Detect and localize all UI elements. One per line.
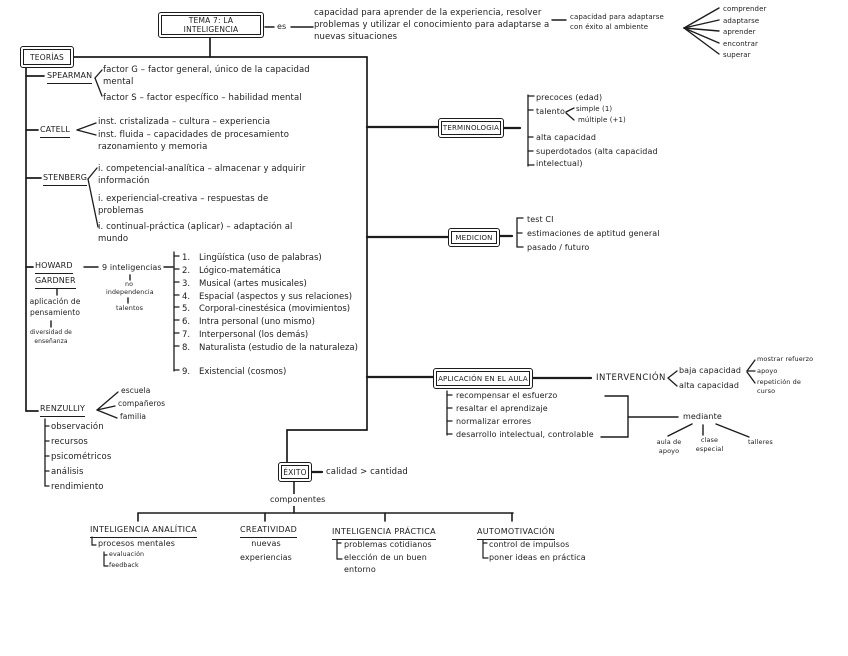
- inteligencia-analitica-heading: INTELIGENCIA ANALÍTICA: [90, 524, 197, 538]
- baja-capacidad-label: baja capacidad: [679, 366, 742, 375]
- intelligence-item: 1.Lingüística (uso de palabras): [182, 253, 322, 263]
- renzulliy-bracket: [44, 418, 50, 487]
- gardner-bracket: [173, 251, 180, 372]
- creatividad-heading: CREATIVIDAD: [240, 524, 298, 538]
- intelligence-item: 6.Intra personal (uno mismo): [182, 317, 315, 327]
- gardner-9-inteligencias: 9 inteligencias: [102, 263, 162, 272]
- analitica-feedback: feedback: [109, 562, 139, 569]
- renzulliy-item: rendimiento: [51, 482, 104, 492]
- catell-cristalizada: inst. cristalizada – cultura – experienc…: [98, 117, 271, 127]
- renzulliy-fan-lines: [96, 391, 119, 419]
- intelligence-item: 7.Interpersonal (los demás): [182, 330, 309, 340]
- terminologia-talento: talento: [536, 107, 565, 116]
- calidad-cantidad-label: calidad > cantidad: [326, 467, 408, 477]
- mediante-label: mediante: [683, 412, 722, 421]
- terminologia-talento-multiple: múltiple (+1): [578, 116, 626, 124]
- catell-brace: [76, 122, 97, 136]
- spearman-brace: [94, 69, 103, 97]
- practica-eleccion-entorno: elección de un buen entorno: [344, 553, 427, 574]
- terminologia-precoces: precoces (edad): [536, 93, 603, 102]
- practica-problemas-cotidianos: problemas cotidianos: [344, 540, 432, 549]
- medicion-box: MEDICION: [448, 228, 500, 247]
- renzulliy-heading: RENZULLIY: [40, 403, 85, 417]
- aplicacion-item: desarrollo intelectual, controlable: [456, 430, 594, 439]
- aplicacion-item: resaltar el aprendizaje: [456, 404, 548, 413]
- fan-item-superar: superar: [723, 51, 751, 59]
- fan-item-adaptarse: adaptarse: [723, 17, 760, 25]
- gardner-note-diversidad: diversidad de enseñanza: [30, 329, 72, 345]
- es-label: es: [277, 22, 287, 31]
- renzulliy-item: recursos: [51, 437, 88, 447]
- fan-item-aprender: aprender: [723, 28, 756, 36]
- automotivacion-heading: AUTOMOTIVACIÓN: [477, 526, 555, 540]
- renzulliy-item: análisis: [51, 467, 84, 477]
- aplicacion-item: normalizar errores: [456, 417, 532, 426]
- renzulliy-fan-companeros: compañeros: [118, 399, 166, 408]
- medicion-item: estimaciones de aptitud general: [527, 229, 660, 238]
- baja-fan-apoyo: apoyo: [757, 367, 778, 375]
- creatividad-nuevas-experiencias: nuevas experiencias: [240, 539, 292, 562]
- short-definition-text: capacidad para adaptarse con éxito al am…: [570, 13, 664, 31]
- gardner-sub-no: no: [125, 281, 134, 288]
- terminologia-talento-simple: simple (1): [576, 105, 613, 113]
- mediante-bracket: [600, 395, 750, 438]
- fan-item-comprender: comprender: [723, 5, 767, 13]
- intelligence-item: 8.Naturalista (estudio de la naturaleza): [182, 343, 358, 353]
- analitica-procesos-mentales: procesos mentales: [98, 539, 176, 548]
- automotivacion-control-impulsos: control de impulsos: [489, 540, 570, 549]
- intelligence-item: 2.Lógico-matemática: [182, 266, 281, 276]
- analitica-evaluacion: evaluación: [109, 551, 145, 558]
- medicion-bracket: [516, 217, 524, 248]
- intelligence-item: 9.Existencial (cosmos): [182, 367, 287, 377]
- stenberg-heading: STENBERG: [43, 172, 88, 186]
- baja-fan-repeticion: repetición de curso: [757, 378, 801, 395]
- spearman-heading: SPEARMAN: [47, 70, 93, 84]
- medicion-item: pasado / futuro: [527, 243, 590, 252]
- gardner-sub-talentos: talentos: [116, 304, 144, 312]
- catell-fluida: inst. fluida – capacidades de procesamie…: [98, 130, 290, 152]
- alta-capacidad-label: alta capacidad: [679, 381, 740, 390]
- aplicacion-bracket: [446, 390, 453, 436]
- gardner-sub-independencia: independencia: [106, 289, 154, 296]
- teorias-spine: [25, 67, 45, 412]
- mediante-fan-aula-de-apoyo: aula de apoyo: [656, 438, 682, 455]
- terminologia-alta-capacidad: alta capacidad: [536, 133, 597, 142]
- spearman-factor-s: factor S – factor específico – habilidad…: [103, 93, 302, 103]
- catell-heading: CATELL: [40, 124, 70, 138]
- componentes-label: componentes: [268, 494, 328, 506]
- baja-fan-mostrar-refuerzo: mostrar refuerzo: [757, 355, 814, 363]
- intervencion-label: INTERVENCIÓN: [596, 373, 666, 383]
- intelligence-item: 4.Espacial (aspectos y sus relaciones): [182, 292, 353, 302]
- terminologia-superdotados: superdotados (alta capacidad intelectual…: [536, 147, 658, 168]
- stenberg-item-1: i. competencial-analítica – almacenar y …: [98, 164, 306, 186]
- exito-box: ÉXITO: [278, 462, 312, 482]
- inteligencia-practica-heading: INTELIGENCIA PRÁCTICA: [332, 526, 436, 540]
- renzulliy-item: observación: [51, 422, 104, 432]
- gardner-heading-1: HOWARD: [35, 260, 73, 274]
- intelligence-item: 3.Musical (artes musicales): [182, 279, 307, 289]
- spearman-factor-g: factor G – factor general, único de la c…: [103, 65, 310, 87]
- automotivacion-poner-ideas: poner ideas en práctica: [489, 553, 586, 562]
- aplicacion-item: recompensar el esfuerzo: [456, 391, 558, 400]
- gardner-note-aplicacion: aplicación de pensamiento: [29, 297, 81, 317]
- intelligence-item: 5.Corporal-cinestésica (movimientos): [182, 304, 351, 314]
- stenberg-item-3: i. continual-práctica (aplicar) – adapta…: [98, 222, 293, 244]
- aplicacion-box: APLICACIÓN EN EL AULA: [433, 368, 533, 389]
- renzulliy-item: psicométricos: [51, 452, 112, 462]
- stenberg-brace: [87, 167, 99, 228]
- renzulliy-fan-escuela: escuela: [121, 386, 151, 395]
- stenberg-item-2: i. experiencial-creativa – respuestas de…: [98, 194, 269, 216]
- medicion-item: test CI: [527, 215, 554, 224]
- terminologia-box: TERMINOLOGIA: [438, 118, 504, 138]
- definition-text: capacidad para aprender de la experienci…: [314, 8, 550, 42]
- gardner-heading-2: GARDNER: [35, 275, 76, 289]
- ability-fan-lines: [683, 7, 720, 55]
- mediante-fan-clase-especial: clase especial: [695, 436, 724, 453]
- mediante-fan-talleres: talleres: [748, 438, 773, 446]
- fan-item-encontrar: encontrar: [723, 40, 759, 48]
- renzulliy-fan-familia: familia: [120, 412, 147, 421]
- teorias-box: TEORÍAS: [20, 46, 74, 68]
- tema-title-box: TEMA 7: LA INTELIGENCIA: [158, 12, 264, 38]
